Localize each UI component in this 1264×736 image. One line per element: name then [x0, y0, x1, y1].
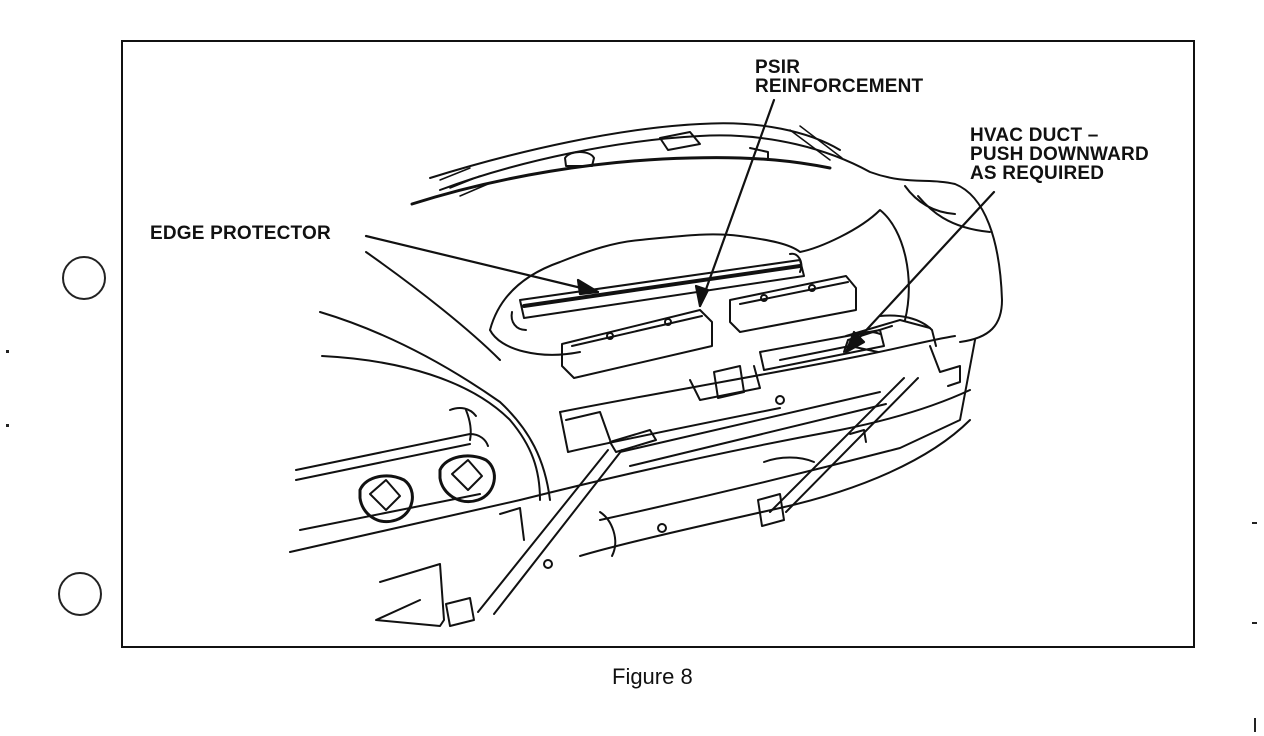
- scan-speck: [1252, 522, 1257, 524]
- support-braces: [445, 377, 919, 627]
- callout-hvac-duct: HVAC DUCT – PUSH DOWNWARD AS REQUIRED: [970, 126, 1149, 183]
- psir-reinforcement-brackets: [561, 275, 857, 379]
- binder-hole-top: [62, 256, 106, 300]
- air-vent-left: [358, 474, 414, 523]
- binder-hole-bottom: [58, 572, 102, 616]
- figure-frame: [121, 40, 1195, 648]
- callout-edge-protector-text: EDGE PROTECTOR: [150, 223, 331, 244]
- callout-hvac-line3: AS REQUIRED: [970, 163, 1105, 184]
- lower-dash-structure: [519, 319, 976, 569]
- psir-cavity: [489, 209, 910, 356]
- hvac-arrowhead: [844, 330, 866, 354]
- callout-edge-protector: EDGE PROTECTOR: [150, 224, 331, 243]
- psir-leader: [698, 98, 776, 308]
- callout-hvac-line1: HVAC DUCT –: [970, 125, 1099, 146]
- dash-top-shell: [410, 122, 1003, 343]
- left-dash-panel: [289, 251, 551, 627]
- scan-speck: [1254, 718, 1256, 732]
- scan-speck: [6, 350, 9, 353]
- callout-psir-reinforcement: PSIR REINFORCEMENT: [755, 58, 923, 96]
- scan-speck: [6, 424, 9, 427]
- callout-psir-line1: PSIR: [755, 57, 801, 78]
- scan-speck: [1252, 622, 1257, 624]
- figure-caption: Figure 8: [612, 664, 693, 689]
- leader-lines: [364, 98, 996, 354]
- air-vent-right: [438, 454, 496, 503]
- hvac-leader: [844, 190, 996, 354]
- edge-protector-leader: [364, 234, 600, 294]
- callout-hvac-line2: PUSH DOWNWARD: [970, 144, 1149, 165]
- psir-arrowhead: [694, 284, 710, 308]
- callout-psir-line2: REINFORCEMENT: [755, 76, 924, 97]
- edge-protector-arrowhead: [576, 278, 600, 296]
